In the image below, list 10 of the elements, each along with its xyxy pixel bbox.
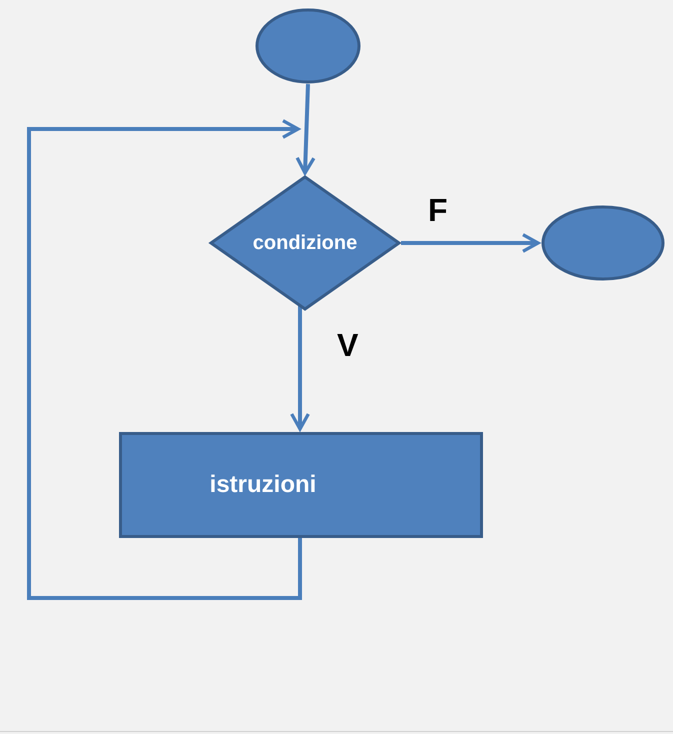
arrow <box>290 306 310 431</box>
process-box <box>119 432 483 538</box>
decision-diamond <box>209 175 401 311</box>
node-label: condizione <box>252 232 358 254</box>
arrow <box>401 233 540 253</box>
arrow <box>27 119 302 600</box>
node-label: istruzioni <box>210 471 316 499</box>
terminal-ellipse <box>541 205 665 281</box>
arrow <box>296 84 316 175</box>
terminal-ellipse <box>255 8 361 84</box>
